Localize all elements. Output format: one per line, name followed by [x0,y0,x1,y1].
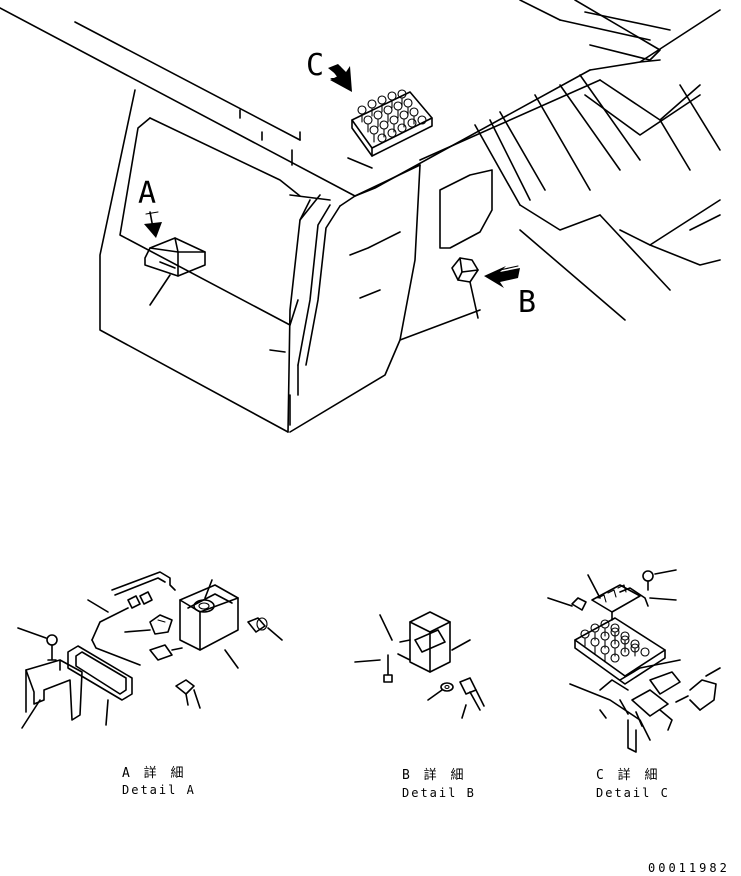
drawing-number: 00011982 [648,861,730,875]
location-b-component [451,257,479,319]
arrow-a [144,211,162,238]
location-c-component [351,89,433,157]
caption-a-jp: A 詳 細 [122,765,186,781]
marker-b: B [518,285,536,320]
location-a-component [144,237,206,306]
detail-a-drawing [17,571,283,729]
caption-a-en: Detail A [122,783,196,797]
marker-c: C [306,48,324,83]
marker-a: A [138,176,156,211]
machine-body-view [0,0,721,433]
caption-c-en: Detail C [596,786,670,800]
caption-b-en: Detail B [402,786,476,800]
detail-b-drawing [354,611,485,719]
detail-c-drawing [547,569,721,753]
caption-c-jp: C 詳 細 [596,767,660,783]
arrow-b [484,265,520,288]
caption-b-jp: B 詳 細 [402,767,466,783]
arrow-c [328,64,352,92]
